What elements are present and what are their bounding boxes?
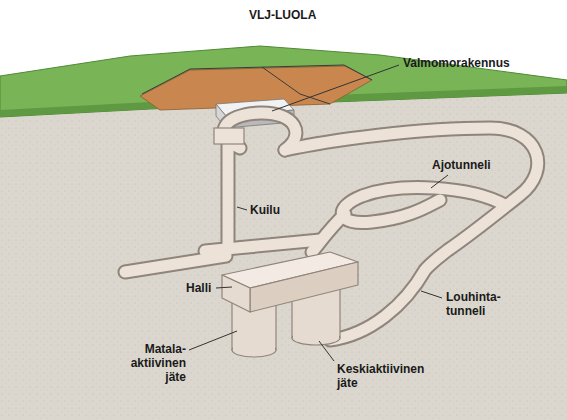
part-label: Keskiaktiivinen jäte: [337, 362, 437, 390]
tunnel-outlines: [125, 113, 538, 340]
leader-lines: [189, 65, 448, 361]
part-label: Louhinta- tunneli: [446, 290, 508, 318]
hall-block: [222, 252, 358, 312]
part-label: Matala- aktiivinen jäte: [114, 342, 186, 384]
part-label: Ajotunneli: [432, 158, 491, 172]
fence: [142, 65, 372, 94]
part-label: Halli: [186, 281, 211, 295]
diagram-title: VLJ-LUOLA: [249, 8, 316, 22]
ground-surface: [0, 46, 567, 117]
shaft-head: [214, 128, 244, 144]
part-label: Valmomorakennus: [403, 56, 510, 70]
part-label: Kuilu: [250, 203, 280, 217]
tunnels: [125, 113, 538, 340]
bedrock: [0, 92, 567, 420]
fence: [262, 67, 330, 104]
